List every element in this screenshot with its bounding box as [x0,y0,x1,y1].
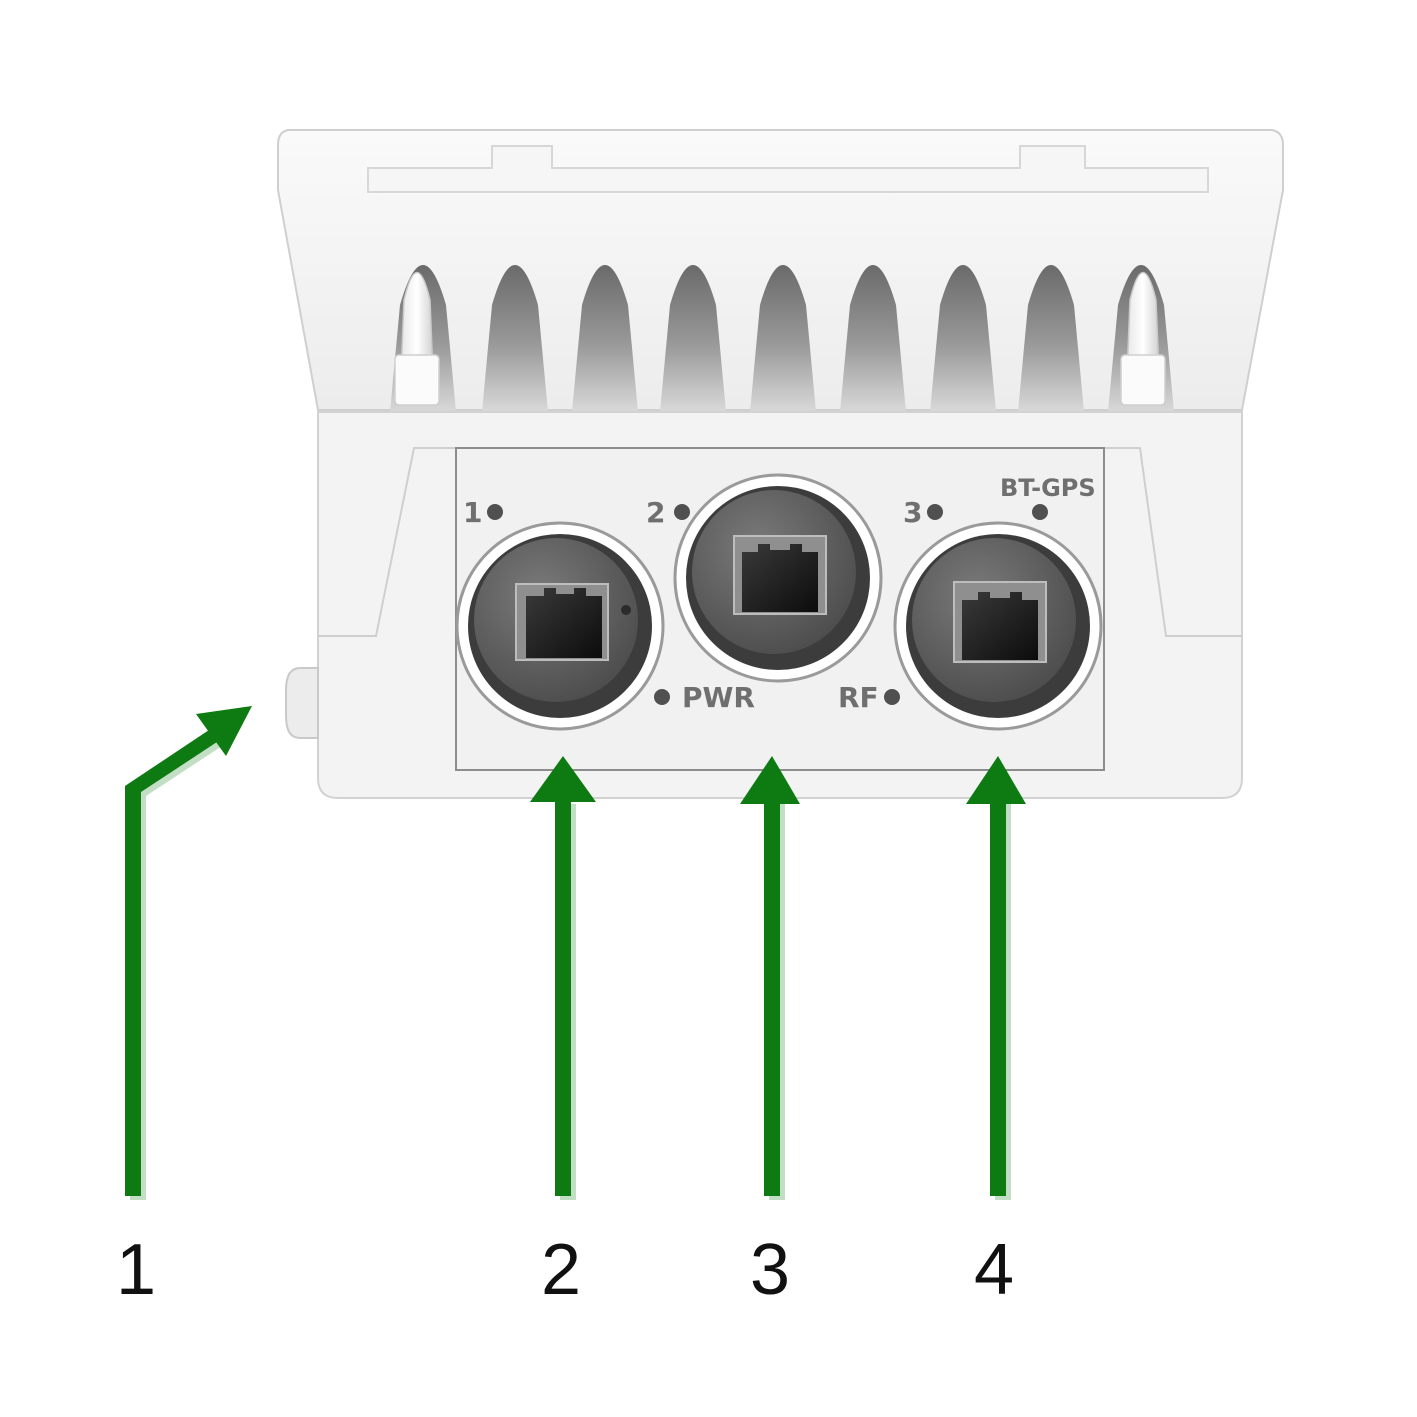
antenna-left [394,271,440,406]
led-2 [674,504,690,520]
bt-gps-led [1032,504,1048,520]
led-3-label: 3 [903,496,922,529]
port-right[interactable] [893,521,1103,731]
callout-arrow-3 [740,756,800,1200]
led-indicators: 1 2 3 BT-GPS PWR RF [463,474,1096,714]
callout-arrow-1 [125,706,252,1200]
pwr-label: PWR [682,681,755,714]
port-left[interactable] [455,521,665,731]
bt-gps-label: BT-GPS [1000,474,1096,502]
led-1-label: 1 [463,496,482,529]
port-center[interactable] [673,473,883,683]
callout-number-2: 2 [541,1230,581,1310]
rf-led [884,689,900,705]
pwr-led [654,689,670,705]
antenna-right [1120,271,1166,406]
callout-number-3: 3 [750,1230,790,1310]
callout-number-4: 4 [974,1230,1014,1310]
side-connector [285,667,319,739]
callout-numbers: 1 2 3 4 [116,1230,1014,1310]
callout-arrow-2 [530,756,596,1200]
callout-arrow-4 [966,756,1026,1200]
callout-number-1: 1 [116,1230,156,1310]
led-2-label: 2 [646,496,665,529]
rf-label: RF [838,681,879,714]
led-3 [927,504,943,520]
cooling-fins [390,265,1174,412]
top-ledge [367,145,1209,193]
led-1 [487,504,503,520]
callout-arrows [125,706,1026,1200]
device-housing [277,129,1284,799]
